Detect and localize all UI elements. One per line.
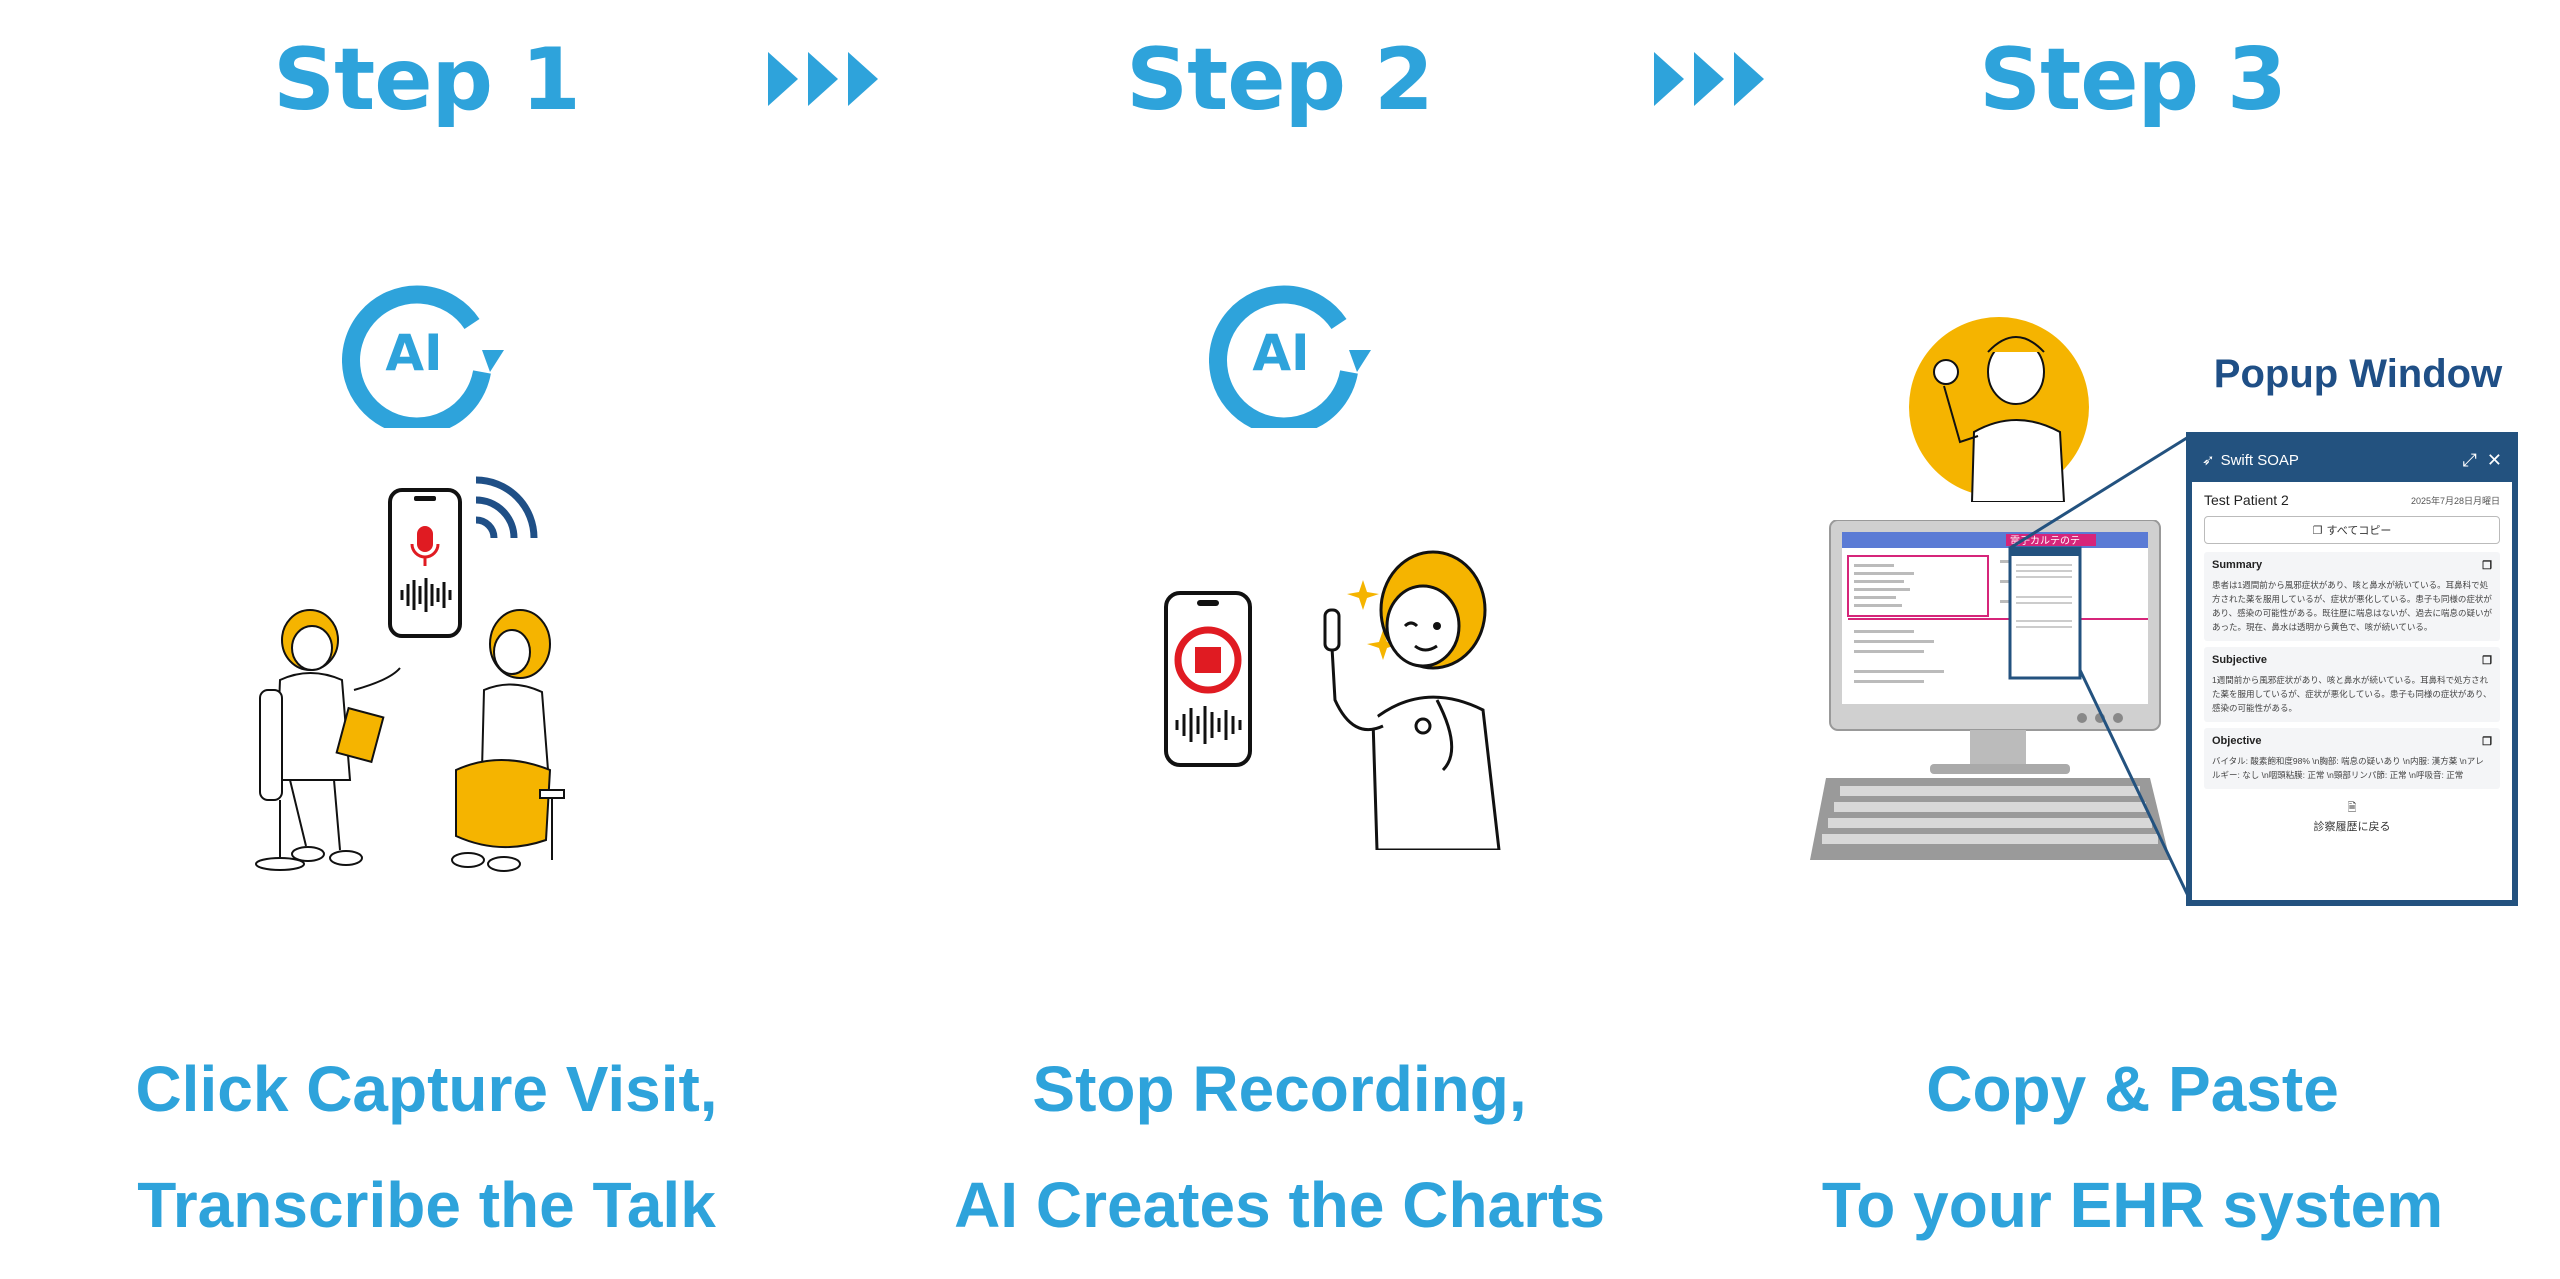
step-2-caption-line2: AI Creates the Charts <box>954 1169 1605 1241</box>
step-1-caption-line1: Click Capture Visit, <box>135 1053 718 1125</box>
section-summary: Summary❐ 患者は1週間前から風邪症状があり、咳と鼻水が続いている。耳鼻科… <box>2204 552 2500 641</box>
section-body: バイタル: 酸素飽和度98% \n胸部: 喘息の疑いあり \n内服: 漢方薬 \… <box>2212 756 2484 780</box>
app-name: Swift SOAP <box>2220 451 2299 469</box>
step-2-panel: Step 2 AI Stop Recording, AI Creates the… <box>853 0 1706 1279</box>
swift-bird-icon: ➶ <box>2202 452 2215 469</box>
ai-label: AI <box>385 324 442 382</box>
step-3-title: Step 3 <box>1979 30 2287 130</box>
doctor-patient-illustration <box>255 609 565 872</box>
back-to-history-button[interactable]: 🗎 診察履歴に戻る <box>2192 799 2512 834</box>
triple-arrow-icon-1 <box>768 52 878 106</box>
triple-arrow-icon-2 <box>1654 52 1764 106</box>
step-3-panel: Step 3 <box>1706 0 2559 1279</box>
popup-window-label: Popup Window <box>2213 352 2503 396</box>
copy-icon[interactable]: ❐ <box>2482 560 2492 572</box>
computer-monitor-illustration: 電子カルテのテ <box>1810 520 2170 860</box>
doctor-ok-illustration <box>1909 317 2089 502</box>
step-2-caption-line1: Stop Recording, <box>1032 1053 1527 1125</box>
ai-cycle-icon: AI <box>1209 285 1371 428</box>
copy-icon[interactable]: ❐ <box>2482 655 2492 667</box>
phone-mic-illustration <box>388 476 538 638</box>
close-icon[interactable]: ✕ <box>2486 449 2502 470</box>
step-3-caption-line2: To your EHR system <box>1821 1169 2444 1241</box>
back-label: 診察履歴に戻る <box>2313 821 2391 833</box>
visit-date: 2025年7月28日月曜日 <box>2410 495 2500 506</box>
step-1-panel: Step 1 AI <box>0 0 853 1279</box>
doctor-pointing-illustration <box>1323 550 1501 850</box>
step-1-caption-line2: Transcribe the Talk <box>137 1169 716 1241</box>
step-3-caption-line1: Copy & Paste <box>1926 1053 2339 1125</box>
copy-all-button[interactable]: ❐ すべてコピー <box>2204 516 2500 544</box>
section-subjective: Subjective❐ 1週間前から風邪症状があり、咳と鼻水が続いている。耳鼻科… <box>2204 647 2500 722</box>
section-body: 1週間前から風邪症状があり、咳と鼻水が続いている。耳鼻科で処方された薬を服用して… <box>2212 675 2492 713</box>
ai-cycle-icon: AI <box>342 285 504 428</box>
section-body: 患者は1週間前から風邪症状があり、咳と鼻水が続いている。耳鼻科で処方された薬を服… <box>2212 580 2492 632</box>
copy-icon: ❐ <box>2312 524 2323 537</box>
section-objective: Objective❐ バイタル: 酸素飽和度98% \n胸部: 喘息の疑いあり … <box>2204 728 2500 789</box>
popup-window: ➶ Swift SOAP ⤢ ✕ Test Patient 2 2025年7月2… <box>2186 432 2518 906</box>
copy-icon[interactable]: ❐ <box>2482 736 2492 748</box>
expand-icon[interactable]: ⤢ <box>2462 449 2477 470</box>
svg-text:AI: AI <box>1252 324 1309 382</box>
step-1-title: Step 1 <box>273 30 581 130</box>
popup-header: ➶ Swift SOAP ⤢ ✕ <box>2192 438 2512 482</box>
patient-name: Test Patient 2 <box>2204 492 2289 508</box>
step-2-title: Step 2 <box>1126 30 1434 130</box>
document-icon: 🗎 <box>2347 802 2357 814</box>
zoom-connector <box>2010 434 2192 901</box>
copy-all-label: すべてコピー <box>2326 525 2392 537</box>
phone-stop-illustration <box>1164 591 1252 767</box>
